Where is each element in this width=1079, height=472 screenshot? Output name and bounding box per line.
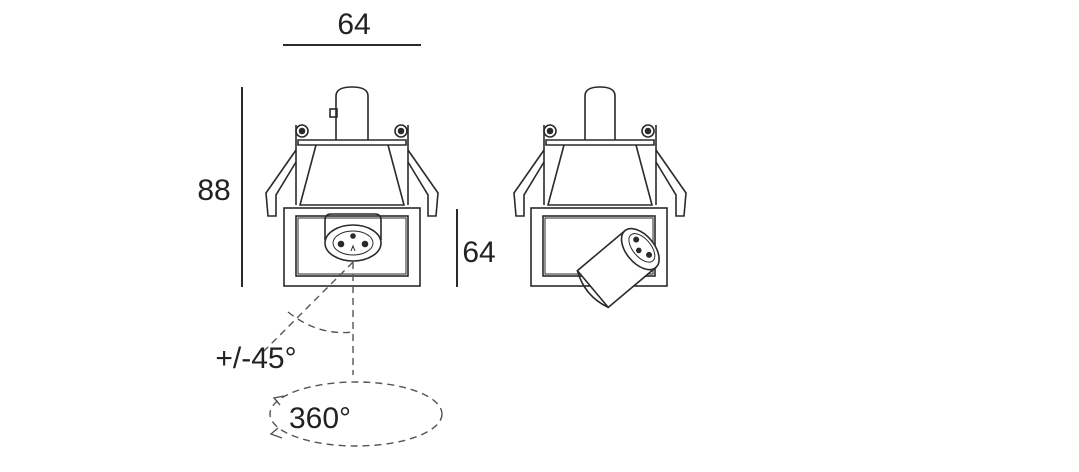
left-spring-clip xyxy=(265,149,297,217)
rotation-arrowhead-bottom xyxy=(269,427,283,439)
top-connector-tube xyxy=(335,86,369,140)
rotation-label: 360° xyxy=(289,402,351,435)
rotation-arrowhead-top xyxy=(272,395,285,406)
housing-top-plate xyxy=(297,139,407,146)
lamp-head-face xyxy=(324,224,382,262)
height-dimension-label: 88 xyxy=(197,174,230,207)
rotation-ellipse xyxy=(269,381,443,447)
bezel-outer xyxy=(283,207,421,287)
tilt-rotation-annotation xyxy=(261,261,443,447)
width-dimension: 64 xyxy=(283,8,421,46)
connector-tab xyxy=(329,108,338,118)
tilted-lamp-head xyxy=(576,227,660,309)
housing-body-right xyxy=(546,144,654,206)
right-spring-clip-right xyxy=(655,149,687,217)
top-connector-tube-right xyxy=(584,86,616,140)
luminaire-tilted-view xyxy=(513,86,687,309)
housing-body xyxy=(298,144,406,206)
tilt-angle-arc xyxy=(287,311,354,334)
bezel-dimension-label: 64 xyxy=(462,236,495,269)
right-screw xyxy=(394,124,408,138)
left-spring-clip-right xyxy=(513,149,545,217)
width-dimension-label: 64 xyxy=(337,8,370,41)
bezel-inner xyxy=(295,215,409,277)
luminaire-front-view xyxy=(265,86,439,287)
tilt-axis-line xyxy=(261,261,354,354)
right-spring-clip xyxy=(407,149,439,217)
lamp-head-body xyxy=(324,213,382,240)
height-dimension: 88 xyxy=(197,87,243,287)
bezel-dimension: 64 xyxy=(456,209,496,287)
tilt-label: +/-45° xyxy=(215,342,296,375)
